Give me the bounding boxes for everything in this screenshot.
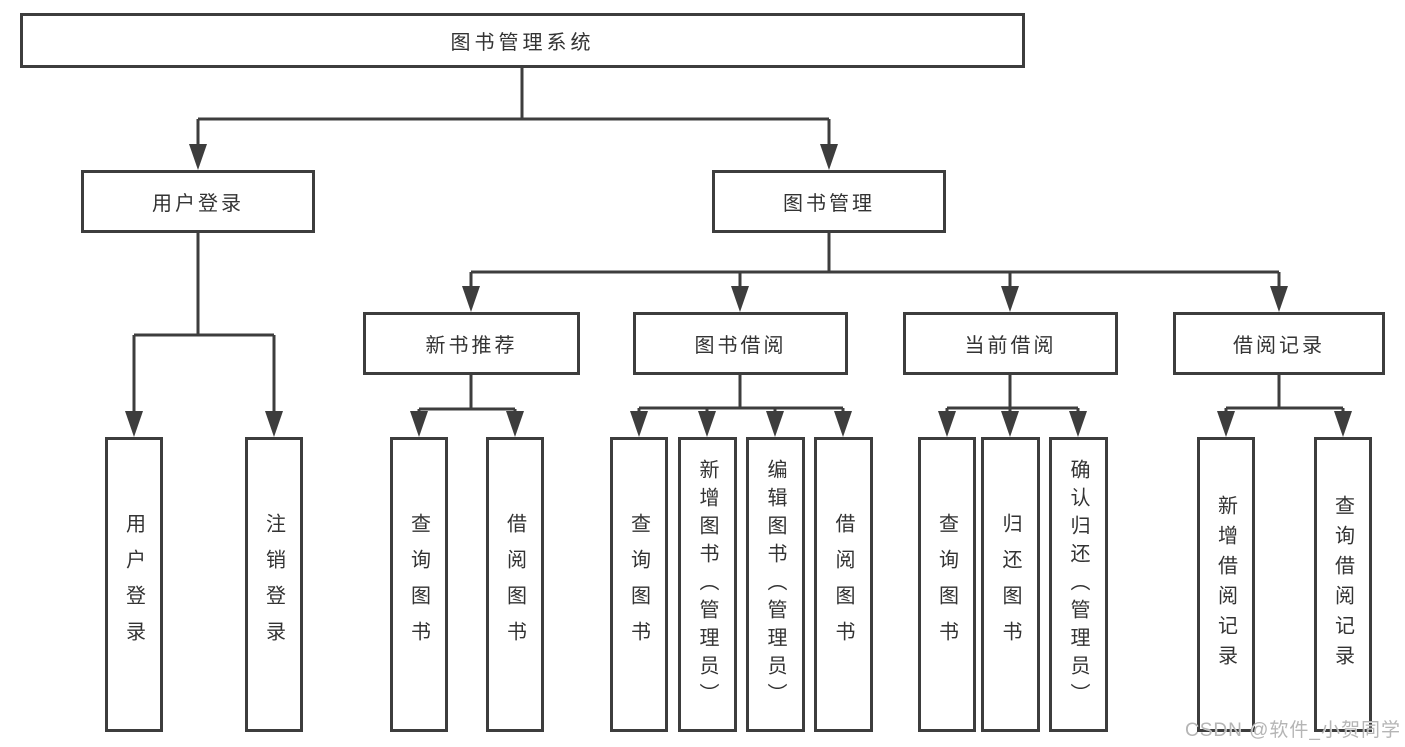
- node-label: 确认归还（管理员）: [1067, 458, 1089, 711]
- node-label: 查询图书: [407, 512, 430, 657]
- node-label: 编辑图书（管理员）: [764, 458, 786, 711]
- node-borrow-records: 借阅记录: [1173, 312, 1385, 375]
- node-label: 借阅图书: [503, 512, 526, 657]
- node-label: 用户登录: [122, 512, 145, 657]
- leaf-query-borrow-record: 查询借阅记录: [1314, 437, 1372, 732]
- node-label: 图书管理: [783, 193, 875, 215]
- leaf-add-book-admin: 新增图书（管理员）: [678, 437, 737, 732]
- node-label: 新增借阅记录: [1214, 494, 1237, 675]
- node-label: 新增图书（管理员）: [696, 458, 718, 711]
- leaf-edit-book-admin: 编辑图书（管理员）: [746, 437, 805, 732]
- node-library-management-system: 图书管理系统: [20, 13, 1025, 68]
- leaf-logout: 注销登录: [245, 437, 303, 732]
- leaf-borrow-books-recommend: 借阅图书: [486, 437, 544, 732]
- node-label: 图书借阅: [694, 335, 787, 357]
- connector-lines: [132, 68, 1345, 433]
- leaf-query-books-current: 查询图书: [918, 437, 976, 732]
- node-label: 查询图书: [935, 512, 958, 657]
- node-book-management: 图书管理: [712, 170, 946, 233]
- node-user-login: 用户登录: [81, 170, 315, 233]
- node-label: 查询图书: [627, 512, 650, 657]
- watermark-text: CSDN @软件_小贺同学: [1185, 720, 1401, 741]
- leaf-query-books-borrowing: 查询图书: [610, 437, 668, 732]
- node-label: 借阅记录: [1233, 335, 1325, 357]
- node-label: 用户登录: [152, 193, 244, 215]
- node-book-borrowing: 图书借阅: [633, 312, 848, 375]
- leaf-query-books-recommend: 查询图书: [390, 437, 448, 732]
- leaf-confirm-return-admin: 确认归还（管理员）: [1049, 437, 1108, 732]
- node-label: 当前借阅: [964, 335, 1057, 357]
- leaf-borrow-books: 借阅图书: [814, 437, 873, 732]
- leaf-add-borrow-record: 新增借阅记录: [1197, 437, 1255, 732]
- node-label: 注销登录: [262, 512, 285, 657]
- node-label: 新书推荐: [425, 335, 518, 357]
- node-label: 查询借阅记录: [1331, 494, 1354, 675]
- node-new-book-recommend: 新书推荐: [363, 312, 580, 375]
- node-label: 借阅图书: [832, 512, 854, 657]
- node-label: 归还图书: [999, 512, 1021, 657]
- connector-arrowheads: [125, 144, 1352, 437]
- leaf-user-login: 用户登录: [105, 437, 163, 732]
- leaf-return-books: 归还图书: [981, 437, 1040, 732]
- node-current-borrowing: 当前借阅: [903, 312, 1118, 375]
- node-label: 图书管理系统: [450, 32, 595, 54]
